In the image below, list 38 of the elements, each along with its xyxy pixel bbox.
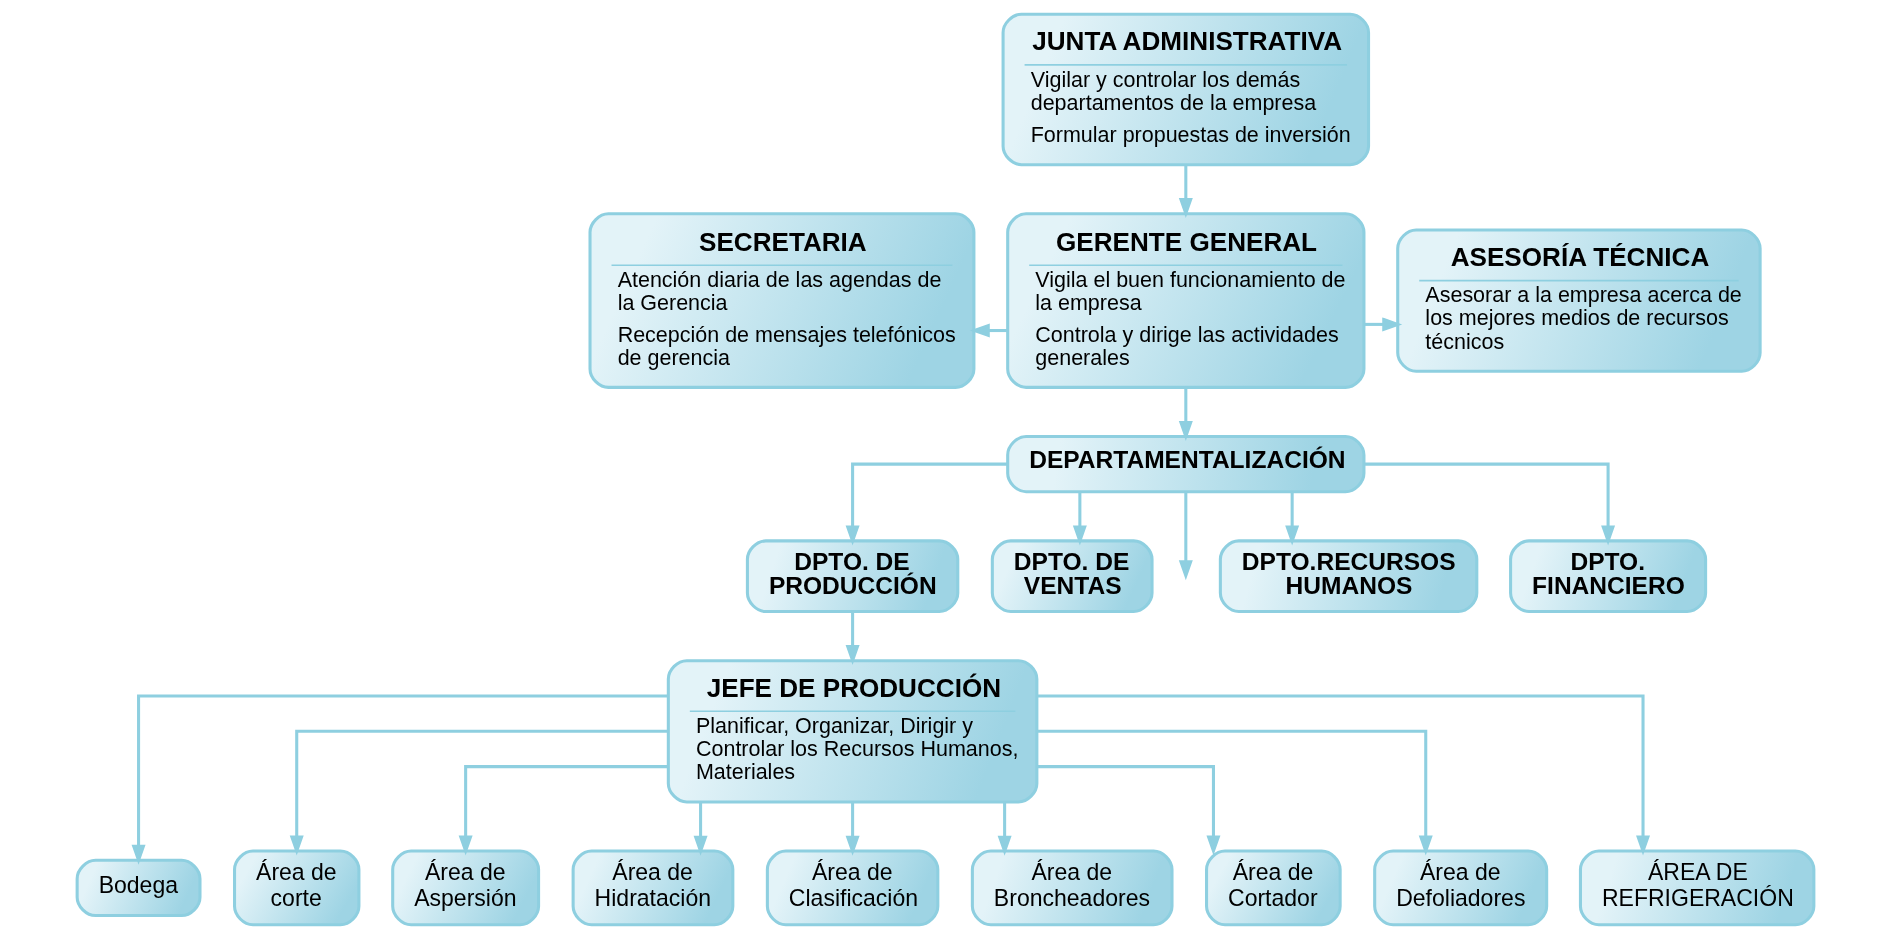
arrow bbox=[289, 729, 668, 856]
node-box: JUNTA ADMINISTRATIVA Vigilar y controlar los demás departamentos de la empresa Formular propuestas de inversión bbox=[1001, 12, 1370, 167]
node-box: SECRETARIA Atención diaria de las agendas de la Gerencia Recepción de mensajes telefónicos de gerencia bbox=[588, 212, 975, 389]
arrow bbox=[693, 802, 708, 856]
arrow bbox=[131, 694, 668, 865]
arrow bbox=[1178, 491, 1193, 581]
node-box: Bodega bbox=[75, 858, 202, 918]
node-box: DPTO. DE VENTAS bbox=[990, 539, 1154, 614]
arrow bbox=[1036, 729, 1433, 856]
node-box: GERENTE GENERAL Vigila el buen funcionamiento de la empresa Controla y dirige las actividades generales bbox=[1005, 212, 1365, 389]
arrow bbox=[1072, 491, 1087, 546]
node-box: Área de Broncheadores bbox=[970, 849, 1174, 927]
node-box: DPTO.RECURSOS HUMANOS bbox=[1218, 539, 1478, 614]
node-box: Área de Hidratación bbox=[571, 849, 734, 927]
node-box: ASESORÍA TÉCNICA Asesorar a la empresa acerca de los mejores medios de recursos técnicos bbox=[1395, 228, 1762, 373]
arrow bbox=[845, 462, 1007, 546]
node-box: JEFE DE PRODUCCIÓN Planificar, Organizar, Dirigir y Controlar los Recursos Humanos, Materiales bbox=[666, 659, 1038, 804]
arrow bbox=[1284, 491, 1299, 546]
arrow bbox=[1363, 462, 1615, 546]
node-box: Área de Clasificación bbox=[765, 849, 939, 927]
node-box: DEPARTAMENTALIZACIÓN bbox=[1005, 434, 1365, 494]
arrow bbox=[845, 611, 860, 666]
arrow bbox=[969, 323, 1007, 338]
arrow bbox=[1178, 387, 1193, 442]
node-box: Área de Cortador bbox=[1204, 849, 1342, 927]
arrow bbox=[997, 802, 1012, 856]
arrow bbox=[1036, 765, 1220, 856]
node-box: Área de corte bbox=[232, 849, 360, 927]
arrow bbox=[1178, 165, 1193, 218]
node-box: Área de Defoliadores bbox=[1372, 849, 1548, 927]
arrow bbox=[1036, 694, 1650, 856]
node-box: DPTO. FINANCIERO bbox=[1508, 539, 1707, 614]
arrow bbox=[845, 802, 860, 856]
arrow bbox=[458, 765, 668, 856]
node-box: Área de Aspersión bbox=[390, 849, 540, 927]
node-box: DPTO. DE PRODUCCIÓN bbox=[745, 539, 959, 614]
arrow bbox=[1363, 317, 1402, 332]
node-box: ÁREA DE REFRIGERACIÓN bbox=[1578, 849, 1815, 927]
